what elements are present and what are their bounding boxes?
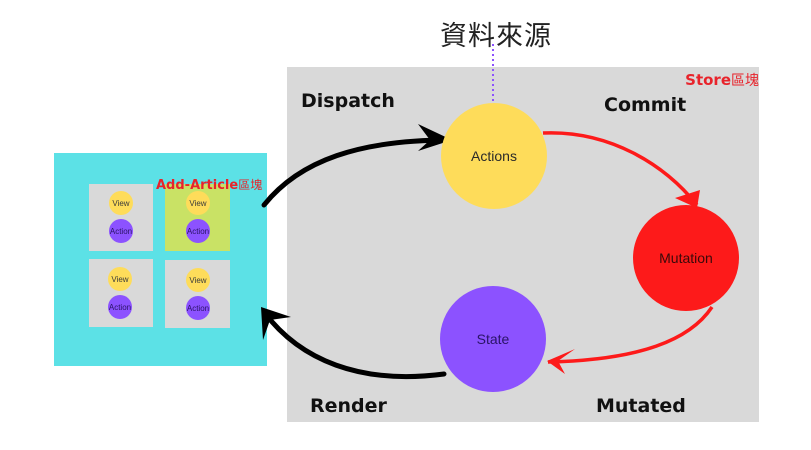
add-article-label-latin: Add-Article — [156, 178, 239, 193]
actions-node: Actions — [441, 103, 547, 209]
commit-label: Commit — [604, 94, 687, 116]
mutated-arrow — [547, 306, 714, 374]
action-node: Action — [108, 295, 132, 319]
view-node: View — [186, 268, 210, 292]
render-arrow — [261, 307, 447, 380]
component-card: View Action — [89, 259, 153, 327]
action-node: Action — [109, 219, 133, 243]
view-node: View — [109, 191, 133, 215]
data-source-title: 資料來源 — [440, 21, 552, 52]
state-node: State — [440, 286, 546, 392]
dispatch-arrow — [261, 124, 453, 208]
component-card: View Action — [89, 184, 153, 251]
dispatch-label: Dispatch — [301, 90, 395, 112]
commit-arrow — [542, 131, 700, 208]
add-article-label-cjk: 區塊 — [238, 178, 263, 192]
view-node: View — [108, 267, 132, 291]
view-node: View — [186, 191, 210, 215]
action-node: Action — [186, 296, 210, 320]
action-node: Action — [186, 219, 210, 243]
mutated-label: Mutated — [596, 395, 686, 417]
store-label-latin: Store — [685, 71, 731, 89]
render-label: Render — [310, 395, 387, 417]
mutation-node: Mutation — [633, 205, 739, 311]
component-card: View Action — [165, 260, 230, 328]
add-article-region: View Action View Action View Action View… — [54, 153, 267, 366]
component-card-highlighted: View Action — [165, 184, 230, 251]
store-label-cjk: 區塊 — [731, 73, 759, 89]
store-region-label: Store區塊 — [685, 70, 759, 90]
add-article-region-label: Add-Article區塊 — [156, 176, 262, 193]
